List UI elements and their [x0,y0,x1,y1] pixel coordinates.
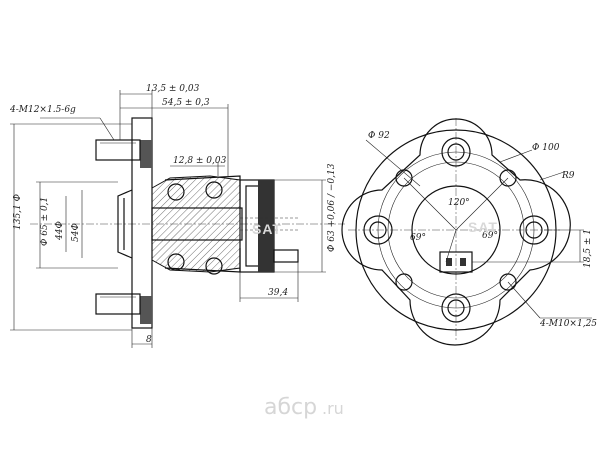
dim-flange-dia: 135,1 Φ [13,194,23,230]
hub-section-view: 13,5 ± 0,03 54,5 ± 0,3 12,8 ± 0,03 4-M12… [9,84,345,348]
dim-thread-bolts: 4-M12×1.5-6g [9,105,76,115]
dim-width-13: 13,5 ± 0,03 [146,84,200,94]
dim-inner-dia: Φ 63 +0,06 / −0,13 [327,163,337,252]
dim-angle-69b: 69° [482,231,498,241]
hub-front-view: Φ 92 Φ 100 R9 120° 69° 69° 18,5 ± 1 4-M1… [341,118,597,346]
dim-angle-69a: 69° [410,233,426,243]
dim-flange-thk: 8 [146,335,152,345]
dim-pcd-100: Φ 100 [532,143,560,153]
dim-thread-holes: 4-M10×1,25 [539,319,597,329]
logo-domain: .ru [322,399,344,418]
dim-bore-dia: Φ 65 ± 0,1 [40,197,50,246]
dim-angle-120: 120° [448,198,470,208]
dim-pilot-dia-a: 44Φ [55,221,65,241]
watermark-right: SAT [468,219,498,235]
dim-pilot-dia-b: 54Φ [71,223,81,242]
watermark-left: SAT [252,221,282,237]
dim-offset-18: 18,5 ± 1 [583,229,593,268]
abcp-logo: aбcp .ru [264,395,344,420]
dim-length-39: 39,4 [268,288,288,298]
dim-pcd-92: Φ 92 [368,131,390,141]
dim-radius: R9 [561,171,575,181]
logo-text: aбcp [264,395,317,420]
dim-width-54: 54,5 ± 0,3 [162,98,210,108]
dim-width-12: 12,8 ± 0,03 [173,156,227,166]
